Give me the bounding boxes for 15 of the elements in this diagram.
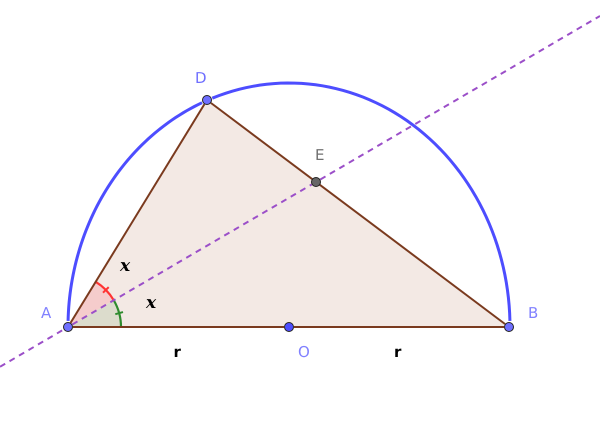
triangle-side [294,326,504,328]
point [202,95,212,105]
point-label: B [528,305,538,321]
point-label: D [195,70,207,86]
point [63,322,73,332]
point [284,322,294,332]
triangle-side [73,326,284,328]
point [504,322,514,332]
point-label: O [298,344,310,360]
dashed-line [72,184,312,326]
point-label: A [41,305,52,321]
point [311,177,321,187]
angle-label: x [146,294,156,312]
point-label: E [315,147,324,163]
angle-label: x [120,257,130,275]
